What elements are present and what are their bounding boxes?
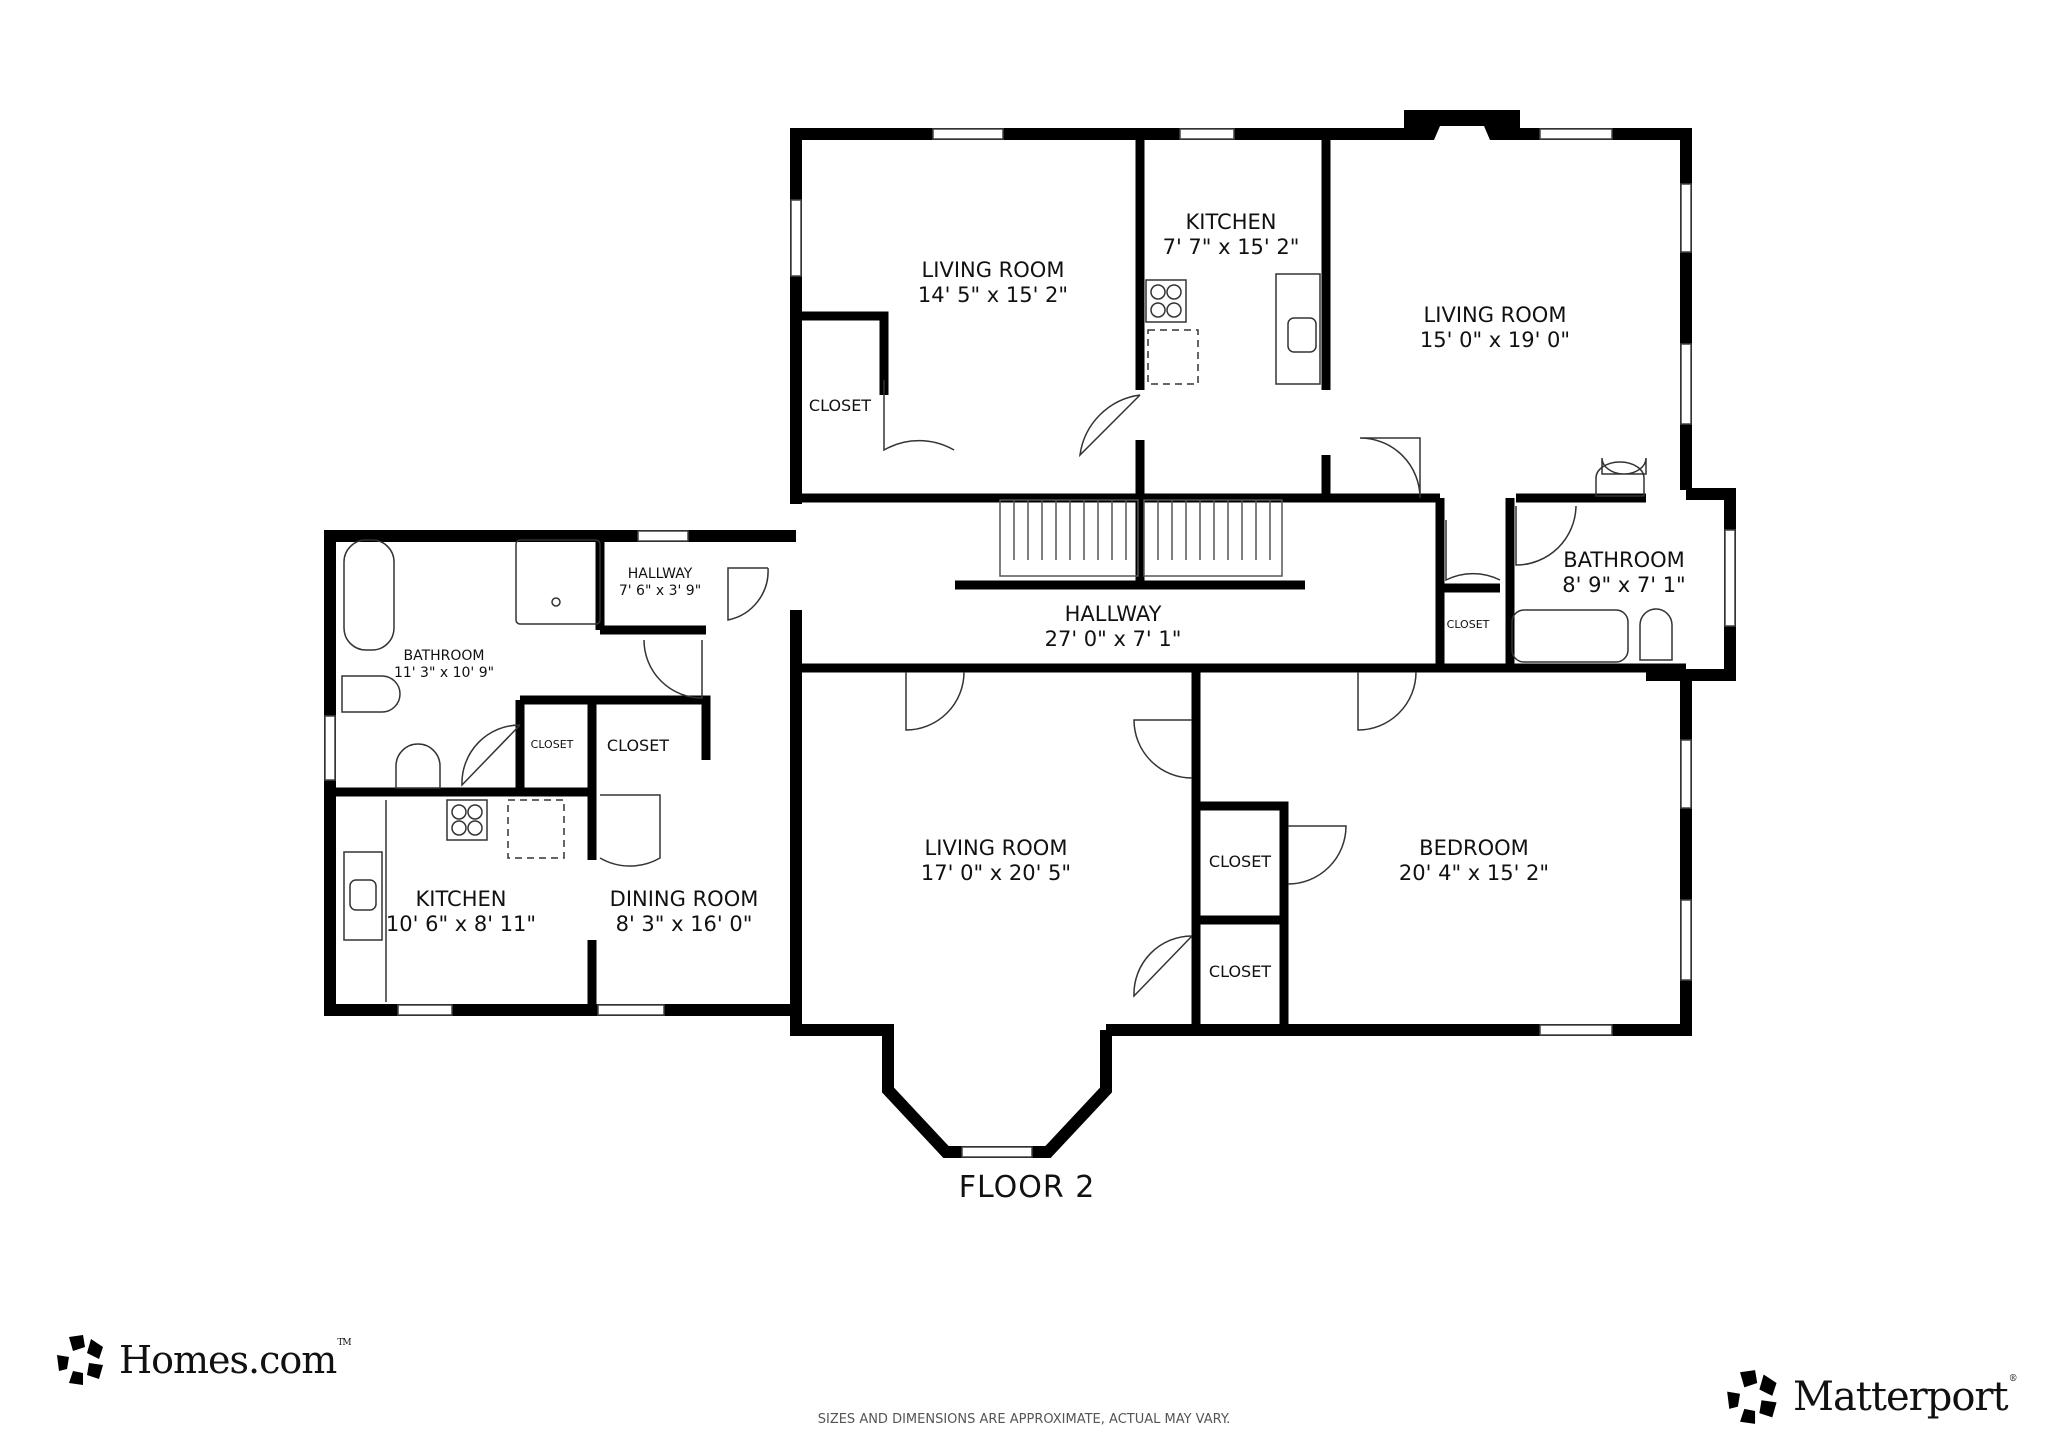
room-name: CLOSET xyxy=(808,396,872,415)
room-dimensions: 8' 9" x 7' 1" xyxy=(1562,573,1686,598)
brand-name: Homes.comTM xyxy=(119,1338,352,1382)
room-name: KITCHEN xyxy=(1185,210,1277,234)
room-bathroom-east: BATHROOM 8' 9" x 7' 1" xyxy=(1562,548,1685,598)
room-closet-bedroom-lower: CLOSET xyxy=(1209,962,1271,981)
stairs xyxy=(999,499,1283,577)
pentagon-star-logo-icon xyxy=(57,1335,103,1385)
room-closet-east: CLOSET xyxy=(1447,618,1490,631)
room-dimensions: 20' 4" x 15' 2" xyxy=(1398,861,1550,886)
doors xyxy=(461,380,1577,998)
room-dimensions: 7' 6" x 3' 9" xyxy=(618,582,702,599)
matterport-logo: Matterport® xyxy=(1725,1368,2018,1426)
room-name: CLOSET xyxy=(1208,962,1272,981)
room-bedroom: BEDROOM 20' 4" x 15' 2" xyxy=(1399,836,1549,886)
room-name: LIVING ROOM xyxy=(1423,303,1567,327)
room-name: BATHROOM xyxy=(403,648,485,664)
fireplace xyxy=(1404,110,1520,140)
room-name: LIVING ROOM xyxy=(924,836,1068,860)
floor-title: FLOOR 2 xyxy=(958,1170,1096,1205)
room-living-room-south: LIVING ROOM 17' 0" x 20' 5" xyxy=(921,836,1071,886)
room-dimensions: 7' 7" x 15' 2" xyxy=(1162,235,1300,260)
room-closet-bedroom-upper: CLOSET xyxy=(1209,852,1271,871)
room-hallway-main: HALLWAY 27' 0" x 7' 1" xyxy=(1045,602,1182,652)
room-dimensions: 27' 0" x 7' 1" xyxy=(1044,627,1182,652)
room-name: CLOSET xyxy=(1208,852,1272,871)
room-dimensions: 8' 3" x 16' 0" xyxy=(615,912,753,937)
room-name: CLOSET xyxy=(530,738,574,751)
brand-name: Matterport® xyxy=(1793,1374,2018,1420)
room-dimensions: 11' 3" x 10' 9" xyxy=(393,664,495,681)
room-dimensions: 15' 0" x 19' 0" xyxy=(1419,328,1571,353)
room-name: LIVING ROOM xyxy=(921,258,1065,282)
room-living-room-nw: LIVING ROOM 14' 5" x 15' 2" xyxy=(918,258,1068,308)
room-living-room-ne: LIVING ROOM 15' 0" x 19' 0" xyxy=(1420,303,1570,353)
room-name: CLOSET xyxy=(1446,618,1490,631)
room-kitchen-west: KITCHEN 10' 6" x 8' 11" xyxy=(386,887,536,937)
room-dining-room: DINING ROOM 8' 3" x 16' 0" xyxy=(610,887,759,937)
interior-walls xyxy=(330,134,1686,1030)
room-name: HALLWAY xyxy=(627,566,693,582)
fixtures xyxy=(341,273,1673,1002)
room-name: CLOSET xyxy=(606,736,670,755)
pentagon-star-logo-icon xyxy=(1727,1370,1777,1424)
room-name: DINING ROOM xyxy=(609,887,759,911)
room-closet-west-small: CLOSET xyxy=(531,738,574,751)
disclaimer-text: SIZES AND DIMENSIONS ARE APPROXIMATE, AC… xyxy=(817,1412,1231,1427)
windows xyxy=(324,128,1736,1158)
homes-com-logo: Homes.comTM xyxy=(55,1333,352,1387)
room-kitchen-north: KITCHEN 7' 7" x 15' 2" xyxy=(1163,210,1300,260)
room-closet-nw: CLOSET xyxy=(809,396,871,415)
room-name: BEDROOM xyxy=(1419,836,1529,860)
room-dimensions: 14' 5" x 15' 2" xyxy=(917,283,1069,308)
room-dimensions: 17' 0" x 20' 5" xyxy=(920,861,1072,886)
room-bathroom-west: BATHROOM 11' 3" x 10' 9" xyxy=(394,648,494,682)
room-name: BATHROOM xyxy=(1563,548,1685,572)
room-name: KITCHEN xyxy=(415,887,507,911)
room-dimensions: 10' 6" x 8' 11" xyxy=(385,912,537,937)
room-hallway-small: HALLWAY 7' 6" x 3' 9" xyxy=(619,566,701,600)
room-name: HALLWAY xyxy=(1064,602,1162,626)
room-closet-west-large: CLOSET xyxy=(607,736,669,755)
